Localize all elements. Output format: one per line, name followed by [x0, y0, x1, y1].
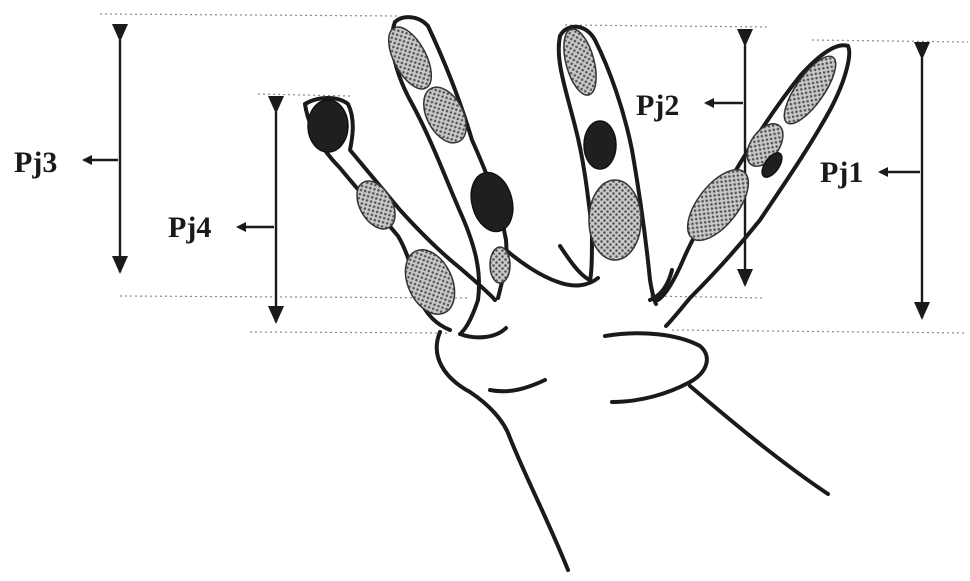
guide-pj1-bottom — [672, 330, 965, 333]
guide-pj2-bottom — [650, 296, 765, 298]
label-pj2: Pj2 — [636, 89, 679, 122]
guide-pj4-bottom — [250, 332, 450, 333]
guide-pj2-top — [565, 25, 770, 27]
middle-proximal-joint — [589, 180, 641, 260]
palm-thumb — [605, 333, 707, 402]
hand-outline — [305, 17, 849, 570]
palm-crease — [460, 328, 506, 337]
guide-pj3-top — [100, 14, 400, 16]
label-pj4: Pj4 — [168, 211, 211, 244]
palm-left — [437, 332, 568, 570]
label-pj3: Pj3 — [14, 146, 57, 179]
index-distal-joint — [776, 49, 845, 131]
ring-proximal-dark — [465, 168, 519, 236]
middle-distal-dark — [584, 121, 616, 169]
little-tip-dark — [308, 100, 348, 152]
guide-pj1-top — [812, 40, 968, 42]
wrist-right — [690, 386, 828, 494]
guide-pj4-top — [258, 94, 350, 96]
label-pj1: Pj1 — [820, 156, 863, 189]
palm-crease-2 — [490, 380, 545, 391]
finger-web — [506, 250, 598, 285]
ring-mid-joint — [490, 247, 510, 283]
